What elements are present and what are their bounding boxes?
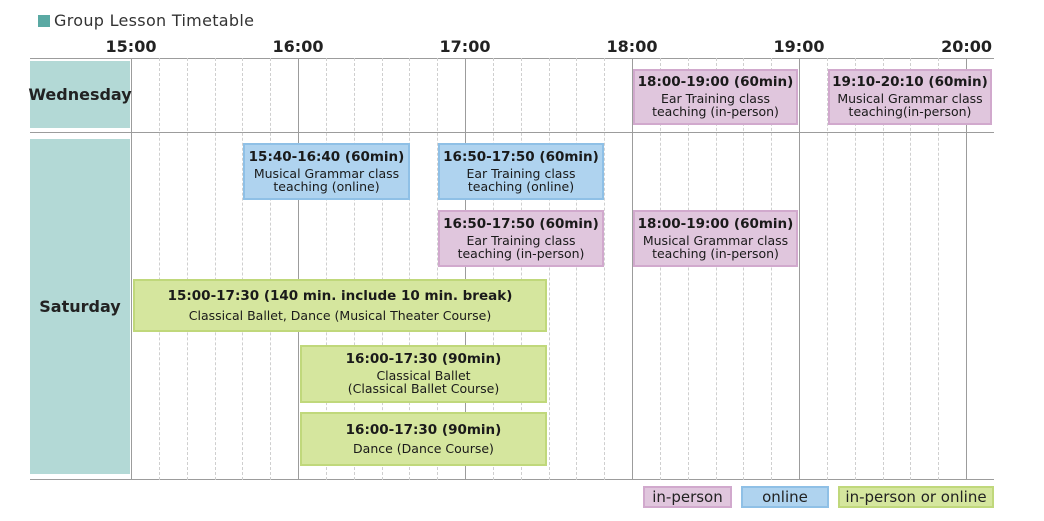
grid-line-1530: [215, 58, 216, 480]
grid-line-1700: [465, 58, 466, 480]
hour-label-15: 15:00: [105, 37, 157, 56]
grid-line-1650: [437, 58, 438, 480]
grid-day-divider: [30, 132, 994, 133]
grid-bottom-line: [30, 479, 994, 480]
grid-line-1820: [688, 58, 689, 480]
grid-line-1520: [187, 58, 188, 480]
lesson-time: 16:50-17:50 (60min): [443, 148, 599, 165]
lesson-mode: teaching(in-person): [848, 104, 972, 119]
lesson-name: Musical Grammar class: [642, 232, 789, 248]
grid-line-1950: [938, 58, 939, 480]
lesson-name: Classical Ballet, Dance (Musical Theater…: [188, 307, 492, 323]
grid-line-1920: [855, 58, 856, 480]
grid-line-1710: [493, 58, 494, 480]
day-header-saturday: Saturday: [30, 139, 130, 474]
grid-line-1850: [771, 58, 772, 480]
lesson-mode: teaching (in-person): [652, 104, 779, 119]
grid-line-1630: [382, 58, 383, 480]
grid-line-1800: [632, 58, 633, 480]
timetable-title: Group Lesson Timetable: [38, 11, 254, 30]
grid-top-line: [30, 58, 994, 59]
timetable-grid: [30, 58, 994, 480]
grid-line-1730: [549, 58, 550, 480]
lesson-name: Musical Grammar class: [837, 91, 983, 106]
lesson-mode: teaching (online): [467, 178, 575, 194]
lesson-sat-ballet-dance-musical-theater: 15:00-17:30 (140 min. include 10 min. br…: [133, 279, 547, 332]
lesson-sat-dance: 16:00-17:30 (90min) Dance (Dance Course): [300, 412, 547, 466]
lesson-time: 15:00-17:30 (140 min. include 10 min. br…: [167, 287, 513, 304]
lesson-name: Ear Training class: [466, 232, 576, 248]
lesson-wed-musical-grammar: 19:10-20:10 (60min) Musical Grammar clas…: [828, 69, 992, 125]
grid-line-1930: [883, 58, 884, 480]
lesson-sat-ear-inperson: 16:50-17:50 (60min) Ear Training class t…: [438, 210, 604, 267]
lesson-name: Classical Ballet: [376, 368, 471, 383]
lesson-name: Dance (Dance Course): [353, 440, 494, 456]
hour-label-19: 19:00: [773, 37, 825, 56]
grid-line-1910: [827, 58, 828, 480]
lesson-time: 16:00-17:30 (90min): [345, 351, 502, 367]
grid-line-1510: [159, 58, 160, 480]
lesson-time: 15:40-16:40 (60min): [248, 148, 405, 165]
grid-line-1900: [799, 58, 800, 480]
legend-in-person-or-online: in-person or online: [838, 486, 994, 508]
lesson-mode: teaching (in-person): [457, 245, 585, 261]
lesson-course: (Classical Ballet Course): [347, 381, 500, 396]
grid-line-1610: [326, 58, 327, 480]
lesson-time: 16:50-17:50 (60min): [443, 215, 599, 232]
grid-line-1810: [660, 58, 661, 480]
lesson-sat-ear-online: 16:50-17:50 (60min) Ear Training class t…: [438, 143, 604, 200]
lesson-name: Ear Training class: [661, 91, 770, 106]
title-marker-icon: [38, 14, 50, 27]
lesson-time: 18:00-19:00 (60min): [637, 74, 794, 90]
lesson-wed-ear-training: 18:00-19:00 (60min) Ear Training class t…: [633, 69, 798, 125]
lesson-name: Musical Grammar class: [253, 165, 400, 181]
grid-line-1500: [131, 58, 132, 480]
grid-line-1640: [409, 58, 410, 480]
lesson-sat-grammar-online: 15:40-16:40 (60min) Musical Grammar clas…: [243, 143, 410, 200]
grid-line-1620: [354, 58, 355, 480]
hour-label-16: 16:00: [272, 37, 324, 56]
lesson-mode: teaching (in-person): [652, 245, 779, 261]
lesson-sat-grammar-inperson: 18:00-19:00 (60min) Musical Grammar clas…: [633, 210, 798, 267]
grid-line-1600: [298, 58, 299, 480]
lesson-mode: teaching (online): [273, 178, 380, 194]
legend-in-person: in-person: [643, 486, 732, 508]
grid-line-1740: [576, 58, 577, 480]
day-header-wednesday: Wednesday: [28, 61, 132, 128]
lesson-time: 18:00-19:00 (60min): [637, 215, 794, 232]
title-text: Group Lesson Timetable: [54, 11, 255, 30]
legend-online: online: [741, 486, 829, 508]
hour-label-20: 20:00: [941, 37, 992, 56]
grid-line-1840: [743, 58, 744, 480]
grid-line-1550: [270, 58, 271, 480]
grid-line-1720: [521, 58, 522, 480]
hour-label-17: 17:00: [439, 37, 491, 56]
hour-label-18: 18:00: [606, 37, 658, 56]
grid-line-1750: [604, 58, 605, 480]
lesson-time: 19:10-20:10 (60min): [832, 74, 988, 90]
lesson-sat-classical-ballet: 16:00-17:30 (90min) Classical Ballet (Cl…: [300, 345, 547, 403]
grid-line-1830: [716, 58, 717, 480]
grid-line-2000: [966, 58, 967, 480]
grid-line-1940: [910, 58, 911, 480]
lesson-time: 16:00-17:30 (90min): [345, 421, 502, 438]
grid-line-1540: [242, 58, 243, 480]
lesson-name: Ear Training class: [466, 165, 576, 181]
